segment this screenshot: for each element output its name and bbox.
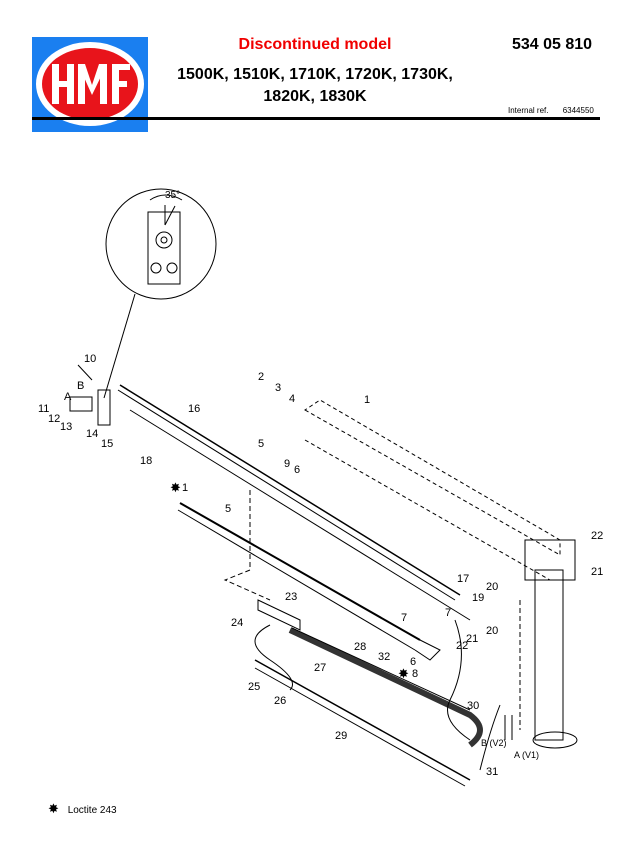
- callout: 6: [410, 656, 416, 668]
- callout: 4: [289, 393, 295, 405]
- model-list: 1500K, 1510K, 1710K, 1720K, 1730K, 1820K…: [150, 64, 480, 108]
- loctite-star-icon: ✸: [48, 801, 59, 816]
- callout: 7: [445, 607, 451, 619]
- callout: 2: [258, 371, 264, 383]
- callout: 15: [101, 438, 113, 450]
- callout: 7: [401, 612, 407, 624]
- callout: 20: [486, 625, 498, 637]
- callout: 1: [182, 482, 188, 494]
- callout: 21: [466, 633, 478, 645]
- legend-text: Loctite 243: [67, 805, 117, 816]
- callout: 32: [378, 651, 390, 663]
- internal-ref: Internal ref. 6344550: [508, 106, 606, 115]
- header-divider: [32, 117, 600, 120]
- callout: 20: [486, 581, 498, 593]
- loctite-star-icon: ✸: [398, 666, 409, 681]
- callout: 26: [274, 695, 286, 707]
- callout: 3: [275, 382, 281, 394]
- callout: 18: [140, 455, 152, 467]
- callout: 23: [285, 591, 297, 603]
- inset-leader-line: [103, 293, 136, 399]
- callout: 9: [284, 458, 290, 470]
- callout: 12: [48, 413, 60, 425]
- callout: 14: [86, 428, 98, 440]
- callout: 28: [354, 641, 366, 653]
- callout: 5: [225, 503, 231, 515]
- callout: 22: [456, 640, 468, 652]
- callout: B: [77, 380, 84, 392]
- callout: 30: [467, 700, 479, 712]
- callout: A: [64, 391, 72, 403]
- callout: 21: [591, 566, 603, 578]
- callout: 25: [248, 681, 260, 693]
- inset-detail-circle: [105, 188, 217, 300]
- callout: 17: [457, 573, 469, 585]
- callout: B (V2): [481, 738, 507, 748]
- callout: 16: [188, 403, 200, 415]
- models-line-2: 1820K, 1830K: [263, 88, 367, 105]
- callout: 19: [472, 592, 484, 604]
- callout: 27: [314, 662, 326, 674]
- callout: 11: [38, 403, 49, 415]
- models-line-1: 1500K, 1510K, 1710K, 1720K, 1730K,: [177, 66, 453, 83]
- callout: 13: [60, 421, 72, 433]
- callout: 24: [231, 617, 243, 629]
- callout: 6: [294, 464, 300, 476]
- loctite-star-icon: ✸: [170, 480, 181, 495]
- callout: 31: [486, 766, 498, 778]
- angle-label: 35°: [165, 190, 180, 201]
- internal-ref-value: 6344550: [562, 106, 594, 115]
- legend: ✸ Loctite 243: [48, 801, 117, 817]
- status-title: Discontinued model: [238, 36, 392, 53]
- callout: 1: [364, 394, 370, 406]
- hmf-logo: [32, 37, 148, 132]
- callout: 22: [591, 530, 603, 542]
- callout-labels: 10 11 12 13 14 15 A B 16 18 2 3 4 1 5 9 …: [38, 190, 603, 778]
- callout: 10: [84, 353, 96, 365]
- document-number: 534 05 810: [512, 36, 593, 53]
- callout: 29: [335, 730, 347, 742]
- callout: 5: [258, 438, 264, 450]
- callout: A (V1): [514, 750, 539, 760]
- internal-ref-label: Internal ref.: [508, 106, 549, 115]
- callout: 8: [412, 668, 418, 680]
